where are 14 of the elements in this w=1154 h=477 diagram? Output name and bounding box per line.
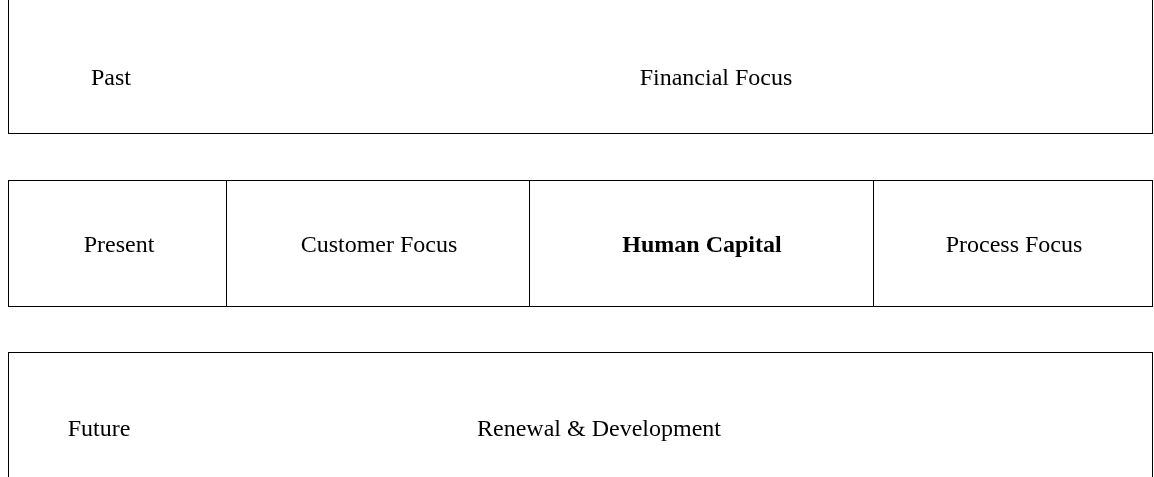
table-cell [529,180,874,307]
cell-text: Human Capital [622,230,782,258]
row-label: Future [67,414,131,442]
cell-text: Process Focus [945,230,1083,258]
focus-label: Financial Focus [639,63,793,91]
focus-label: Renewal & Development [477,414,721,442]
table-cell [8,352,1153,477]
cell-text: Present [83,230,155,258]
table-cell [8,0,1153,134]
cell-text: Customer Focus [300,230,458,258]
table-cell [8,180,227,307]
table-cell [873,180,1153,307]
table-cell [226,180,530,307]
row-label: Past [91,63,131,91]
